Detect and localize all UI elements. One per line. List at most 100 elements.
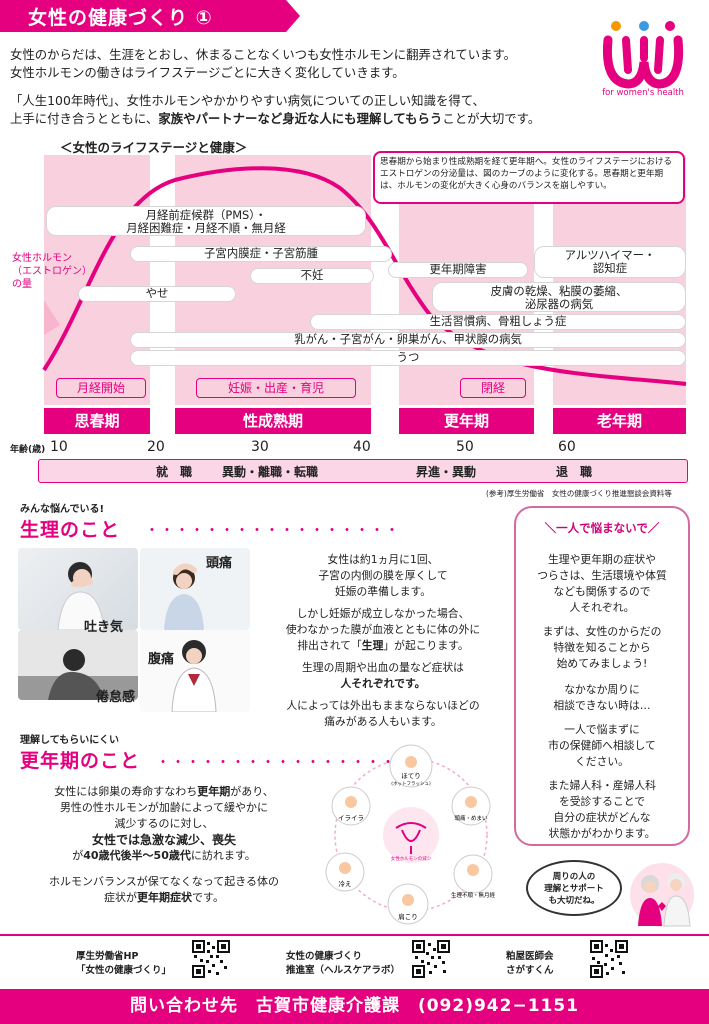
event-menarche: 月経開始 — [56, 378, 146, 398]
qr-code-icon[interactable] — [590, 940, 628, 978]
stage-maturity: 性成熟期 — [175, 408, 371, 434]
advice-p5-line2: を受診することで — [558, 795, 646, 808]
period-p4-line2: 痛みがある人もいます。 — [324, 715, 442, 728]
period-text: 女性は約1ヵ月に1回、 子宮の内側の膜を厚くして 妊娠の準備します。 しかし妊娠… — [252, 552, 514, 730]
period-p3-line1: 生理の周期や出血の量など症状は — [302, 661, 464, 674]
stage-climacteric: 更年期 — [399, 408, 534, 434]
photo-headache — [140, 548, 250, 630]
period-p3-emphasis: 人それぞれです。 — [340, 677, 426, 690]
period-p2-line3: 排出されて「生理」が起こります。 — [252, 638, 514, 654]
chart-note: 思春期から始まり性成熟期を経て更年期へ。女性のライフステージにおけるエストロゲン… — [373, 151, 685, 204]
period-p2-line3-c: 」が起こります。 — [383, 639, 469, 652]
advice-p4-line3: ください。 — [575, 755, 629, 768]
symptom-irregular: 生理不順・無月経 — [451, 891, 496, 899]
advice-p4-line1: 一人で悩まずに — [564, 723, 640, 736]
period-title: 生理のこと — [20, 519, 121, 541]
condition-alzheimer: アルツハイマー・ 認知症 — [534, 246, 686, 278]
life-event-change: 異動・離職・転職 — [222, 465, 319, 479]
condition-thin: やせ — [78, 286, 236, 302]
condition-pms-line1: 月経前症候群（PMS）・ — [145, 208, 267, 222]
age-tick-60: 60 — [558, 439, 576, 455]
advice-p3-line2: 相談できない時は… — [553, 699, 651, 712]
link-mhlw[interactable]: 厚生労働省HP 「女性の健康づくり」 — [76, 950, 171, 978]
photo-fatigue — [18, 630, 138, 700]
link-healthcare-lab[interactable]: 女性の健康づくり 推進室（ヘルスケアラボ） — [286, 950, 400, 978]
link-kasuya-medical-line1: 粕屋医師会 — [506, 951, 554, 962]
menopause-dots: ・・・・・・・・・・・・・・・・ — [156, 755, 396, 771]
arrow-right-icon — [379, 414, 391, 428]
menopause-text: 女性には卵巣の寿命すなわち更年期があり、 男性の性ホルモンが加齢によって緩やかに… — [14, 784, 314, 906]
advice-p1-line3: なども関係するので — [553, 585, 651, 598]
condition-depression: うつ — [130, 350, 686, 366]
bubble-line2: 理解とサポート — [544, 884, 604, 894]
qr-code-icon[interactable] — [412, 940, 450, 978]
intro-line-2: 女性ホルモンの働きはライフステージごとに大きく変化していきます。 — [10, 65, 405, 80]
period-p1-line3: 妊娠の準備します。 — [334, 585, 432, 598]
photo-nausea — [18, 548, 138, 630]
condition-myoma: 子宮内膜症・子宮筋腫 — [130, 246, 392, 262]
symptom-dizziness: 頭痛・めまい — [454, 814, 488, 822]
advice-p5: また婦人科・産婦人科 を受診することで 自分の症状がどんな 状態かがわかります。 — [516, 778, 688, 842]
link-mhlw-line2: 「女性の健康づくり」 — [76, 965, 172, 976]
photo-stomachache — [140, 630, 250, 712]
advice-p1-line1: 生理や更年期の症状や — [548, 553, 656, 566]
menopause-p2-line2-a: 症状が — [104, 891, 138, 904]
link-healthcare-lab-line2: 推進室（ヘルスケアラボ） — [286, 965, 401, 976]
life-event-retire: 退 職 — [556, 465, 593, 479]
link-healthcare-lab-line1: 女性の健康づくり — [286, 951, 363, 962]
arrow-right-icon — [537, 414, 549, 428]
advice-p3-line1: なかなか周りに — [564, 683, 640, 696]
age-tick-50: 50 — [456, 439, 474, 455]
contact-bar: 問い合わせ先 古賀市健康介護課 (092)942−1151 — [0, 989, 709, 1024]
label-stomachache: 腹痛 — [148, 652, 175, 667]
link-kasuya-medical[interactable]: 粕屋医師会 さがすくん — [506, 950, 554, 978]
qr-code-icon[interactable] — [192, 940, 230, 978]
advice-p3: なかなか周りに 相談できない時は… — [516, 682, 688, 714]
period-p4-line1: 人によっては外出もままならないほどの — [286, 699, 480, 712]
age-label: 年齢(歳) — [10, 445, 46, 455]
intro-line-4: 上手に付き合うとともに、家族やパートナーなど身近な人にも理解してもらうことが大切… — [10, 110, 540, 128]
condition-infertility: 不妊 — [250, 268, 374, 284]
advice-p1-line4: 人それぞれ。 — [569, 601, 635, 614]
menopause-title: 更年期のこと — [20, 750, 141, 772]
symptom-hot-flash-sub: (ホットフラッシュ) — [391, 781, 431, 787]
menopause-p1-line5: が40歳代後半～50歳代に訪れます。 — [14, 848, 314, 864]
life-event-promotion: 昇進・異動 — [416, 465, 477, 479]
page-title: 女性の健康づくり ① — [28, 7, 213, 29]
period-p2-line3-a: 排出されて「 — [297, 639, 362, 652]
condition-alzheimer-line1: アルツハイマー・ — [564, 248, 656, 262]
spacer — [14, 864, 314, 874]
title-ribbon: 女性の健康づくり ① — [0, 0, 300, 32]
condition-pms-line2: 月経困難症・月経不順・無月経 — [126, 221, 286, 235]
advice-p5-line4: 状態かがわかります。 — [548, 827, 656, 840]
intro-line-4-a: 上手に付き合うとともに、 — [10, 111, 159, 126]
age-tick-40: 40 — [353, 439, 371, 455]
intro-line-3: 「人生100年時代」、女性ホルモンやかかりやすい病気についての正しい知識を得て、 — [10, 93, 485, 108]
advice-p5-line1: また婦人科・産婦人科 — [548, 779, 656, 792]
intro-line-1: 女性のからだは、生涯をとおし、休まることなくいつも女性ホルモンに翻弄されています… — [10, 47, 517, 62]
condition-pms: 月経前症候群（PMS）・ 月経困難症・月経不順・無月経 — [46, 206, 366, 236]
menopause-symptom-diagram: ほてり (ホットフラッシュ) イライラ 頭痛・めまい 冷え 生理不順・無月経 肩… — [325, 744, 496, 925]
condition-alzheimer-line2: 認知症 — [592, 261, 628, 275]
condition-dryness-line2: 泌尿器の病気 — [524, 297, 594, 311]
condition-lifestyle: 生活習慣病、骨粗しょう症 — [310, 314, 686, 330]
age-tick-30: 30 — [251, 439, 269, 455]
stage-old-age: 老年期 — [553, 408, 686, 434]
intro-line-4-c: ことが大切です。 — [442, 111, 541, 126]
women-health-logo-icon — [602, 21, 684, 89]
label-nausea: 吐き気 — [84, 620, 124, 635]
period-dots: ・・・・・・・・・・・・・・・・・ — [145, 523, 400, 539]
intro-line-4-emphasis: 家族やパートナーなど身近な人にも理解してもらう — [158, 111, 443, 126]
logo-text: for women's health — [602, 88, 684, 98]
menopause-p2-line2-c: です。 — [192, 891, 224, 904]
label-fatigue: 倦怠感 — [96, 690, 136, 705]
symptom-stiff-shoulder: 肩こり — [398, 912, 418, 921]
menopause-p2-line1: ホルモンバランスが保てなくなって起きる体の — [48, 875, 279, 888]
advice-p4: 一人で悩まずに 市の保健師へ相談して ください。 — [516, 722, 688, 770]
menopause-p1-line1-c: があり、 — [230, 785, 274, 798]
life-event-job: 就 職 — [156, 465, 193, 479]
girl-stomachache-icon — [171, 640, 217, 712]
label-headache: 頭痛 — [206, 556, 233, 571]
menopause-p1-line5-c: に訪れます。 — [190, 849, 256, 862]
advice-box — [514, 506, 690, 846]
